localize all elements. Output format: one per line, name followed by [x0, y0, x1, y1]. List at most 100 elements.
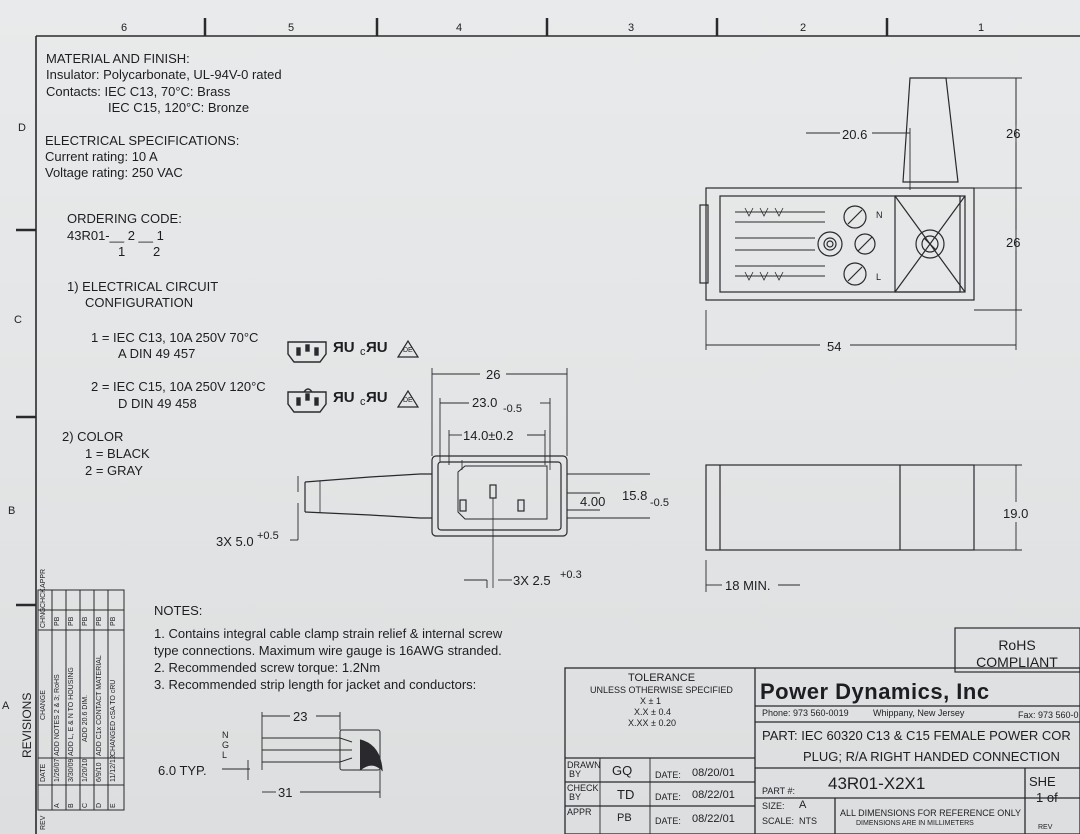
front-view-dims — [290, 368, 650, 588]
rev-d-date: 6/9/10 — [96, 762, 103, 782]
ordering-sub-1: 1 — [118, 244, 126, 259]
appr-by: PB — [617, 812, 632, 824]
company-fax: Fax: 973 560-0 — [1018, 710, 1079, 720]
vde-label-1: DE — [403, 347, 413, 354]
wire-strip-drawing — [222, 712, 383, 798]
rohs-line-1: RoHS — [998, 637, 1036, 653]
dim-3x-2-5-tol: +0.3 — [560, 569, 582, 581]
contacts-spec-2: IEC C15, 120°C: Bronze — [108, 100, 250, 115]
appr-col-header: APPR — [40, 568, 47, 588]
zone-label-2: 2 — [800, 22, 807, 34]
dim-18-min: 18 MIN. — [725, 578, 771, 593]
ur-mark-2: ЯU — [333, 389, 355, 406]
c15-icon — [287, 388, 327, 413]
note-2: 2. Recommended screw torque: 1.2Nm — [154, 660, 381, 675]
cur-prefix-2: c — [360, 396, 366, 408]
rev-c-date: 1/20/10 — [82, 758, 89, 782]
drawn-by-label-1: DRAWN — [567, 760, 601, 770]
size-value: A — [799, 799, 807, 811]
check-by-label-2: BY — [569, 792, 582, 802]
zone-label-4: 4 — [456, 22, 463, 34]
zone-label-5: 5 — [288, 22, 295, 34]
zone-label-d: D — [18, 122, 26, 134]
wire-g-label: G — [222, 740, 230, 750]
check-by: TD — [617, 787, 635, 802]
circuit-heading-2: CONFIGURATION — [85, 295, 194, 310]
rev-e-chng: PB — [110, 616, 117, 626]
company-phone: Phone: 973 560-0019 — [762, 708, 849, 718]
wire-n-label: N — [222, 730, 229, 740]
dim-26-r1: 26 — [1006, 126, 1021, 141]
rev-d: D — [96, 802, 103, 808]
dim-19: 19.0 — [1003, 506, 1029, 521]
terminal-n-label: N — [876, 210, 883, 220]
part-number-label: PART #: — [762, 786, 796, 796]
rev-a-chng: PB — [54, 616, 61, 626]
size-label: SIZE: — [762, 801, 785, 811]
rev-short-label: REV — [1038, 824, 1053, 831]
dim-54: 54 — [827, 339, 842, 354]
vde-label-2: DE — [403, 397, 413, 404]
rev-d-chng: PB — [96, 616, 103, 626]
option-2-line-1: 2 = IEC C15, 10A 250V 120°C — [91, 379, 266, 394]
dim-23-tol: -0.5 — [503, 403, 522, 415]
change-col-header: CHANGE — [40, 690, 47, 720]
date-appr: 08/22/01 — [692, 813, 735, 825]
zone-label-a: A — [2, 700, 10, 712]
scale-label: SCALE: — [762, 816, 795, 826]
company-city: Whippany, New Jersey — [873, 708, 965, 718]
ordering-sub-2: 2 — [153, 244, 161, 259]
note-1b: type connections. Maximum wire gauge is … — [154, 643, 502, 658]
part-description-2: PLUG; R/A RIGHT HANDED CONNECTION — [803, 749, 1060, 764]
rev-e: E — [110, 803, 117, 808]
rev-b-change: ADD L, E & N TO HOUSING — [68, 667, 75, 756]
company-name: Power Dynamics, Inc — [760, 679, 990, 704]
date-label-drawn: DATE: — [655, 770, 681, 780]
cur-prefix-1: c — [360, 346, 366, 358]
tolerance-xxx: X.XX ± 0.20 — [628, 718, 676, 728]
date-label-check: DATE: — [655, 792, 681, 802]
ordering-code: 43R01-__ 2 __ 1 — [67, 228, 164, 243]
rev-a: A — [54, 803, 61, 808]
wire-l-label: L — [222, 750, 228, 760]
scale-value: NTS — [799, 816, 817, 826]
title-block-grid — [564, 667, 1080, 834]
reference-note-2: DIMENSIONS ARE IN MILLIMETERS — [856, 820, 974, 827]
dim-3x-2-5: 3X 2.5 — [513, 573, 551, 588]
reference-note-1: ALL DIMENSIONS FOR REFERENCE ONLY — [840, 808, 1022, 818]
top-view-dims — [705, 77, 1022, 350]
ordering-heading: ORDERING CODE: — [67, 211, 182, 226]
contacts-spec-1: Contacts: IEC C13, 70°C: Brass — [46, 84, 231, 99]
dim-26-top: 26 — [486, 367, 501, 382]
tolerance-sub: UNLESS OTHERWISE SPECIFIED — [590, 685, 733, 695]
date-col-header: DATE — [40, 763, 47, 782]
ur-mark-1: ЯU — [333, 339, 355, 356]
tolerance-x: X ± 1 — [640, 696, 661, 706]
dim-20-6: 20.6 — [842, 127, 868, 142]
revisions-table-grid — [37, 589, 125, 811]
dim-26-r2: 26 — [1006, 235, 1021, 250]
zone-label-c: C — [14, 314, 22, 326]
chng-col-header: CHNG — [40, 607, 47, 628]
rev-b-chng: PB — [68, 616, 75, 626]
tolerance-heading: TOLERANCE — [628, 672, 696, 684]
dim-4: 4.00 — [580, 494, 606, 509]
sheet-label: SHE — [1029, 774, 1056, 789]
color-heading: 2) COLOR — [62, 429, 124, 444]
rev-e-change: CHANGED cSA TO cRU — [110, 679, 117, 756]
zone-label-b: B — [8, 505, 16, 517]
drawn-by: GQ — [612, 763, 633, 778]
c13-icon — [287, 341, 327, 363]
option-1-line-2: A DIN 49 457 — [118, 346, 196, 361]
date-label-appr: DATE: — [655, 816, 681, 826]
dim-3x-5-tol: +0.5 — [257, 530, 279, 542]
voltage-rating: Voltage rating: 250 VAC — [45, 165, 183, 180]
chck-col-header: CHCK — [40, 588, 47, 608]
rohs-label: RoHS COMPLIANT — [958, 637, 1076, 671]
rohs-box — [954, 627, 1080, 673]
rev-c-chng: PB — [82, 616, 89, 626]
rev-b: B — [68, 803, 75, 808]
dim-23: 23.0 — [472, 395, 498, 410]
color-option-1: 1 = BLACK — [85, 446, 150, 461]
